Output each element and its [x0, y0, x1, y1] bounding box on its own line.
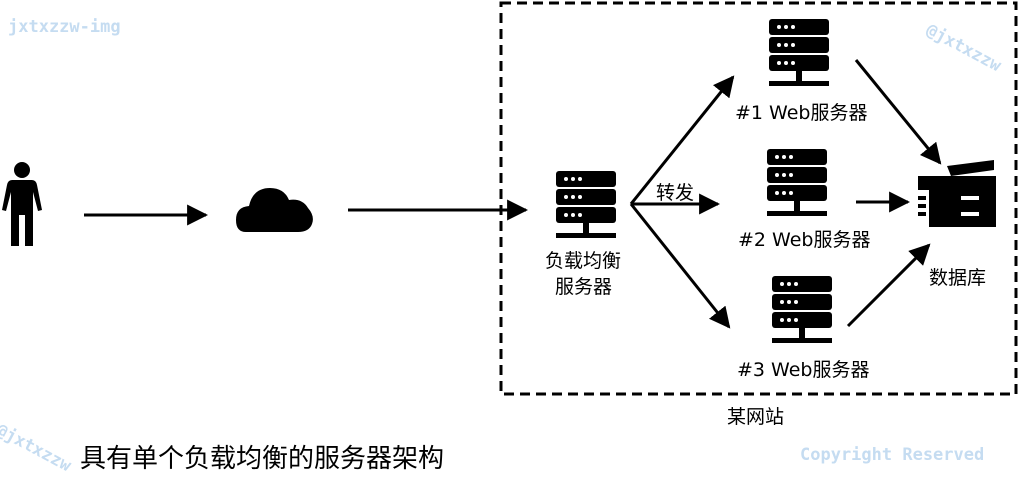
watermark-top-left: jxtxzzw-img	[8, 17, 121, 37]
watermark-bottom-right: Copyright Reserved	[800, 445, 985, 465]
website-label: 某网站	[727, 406, 785, 428]
diagram-caption: 具有单个负载均衡的服务器架构	[80, 444, 445, 474]
server-icon	[769, 19, 829, 86]
arrow-web3-to-db	[846, 243, 931, 328]
arrow-balancer-to-web3	[629, 203, 731, 329]
server-icon	[556, 171, 616, 238]
forward-label: 转发	[656, 182, 695, 204]
web-server-2-label: #2 Web服务器	[738, 229, 871, 251]
web-server-3-label: #3 Web服务器	[737, 359, 870, 381]
person-icon	[2, 162, 42, 246]
arrow-web1-to-db	[854, 59, 942, 165]
load-balancer-label-line1: 负载均衡	[545, 250, 622, 272]
arrow-balancer-to-web1	[629, 75, 735, 205]
server-icon	[767, 149, 827, 216]
database-label: 数据库	[929, 267, 987, 289]
server-icon	[772, 276, 832, 343]
load-balancer-label-line2: 服务器	[555, 276, 613, 298]
database-icon	[918, 160, 996, 227]
cloud-icon	[236, 188, 313, 232]
website-boundary	[499, 1, 1018, 396]
web-server-1-label: #1 Web服务器	[735, 102, 868, 124]
